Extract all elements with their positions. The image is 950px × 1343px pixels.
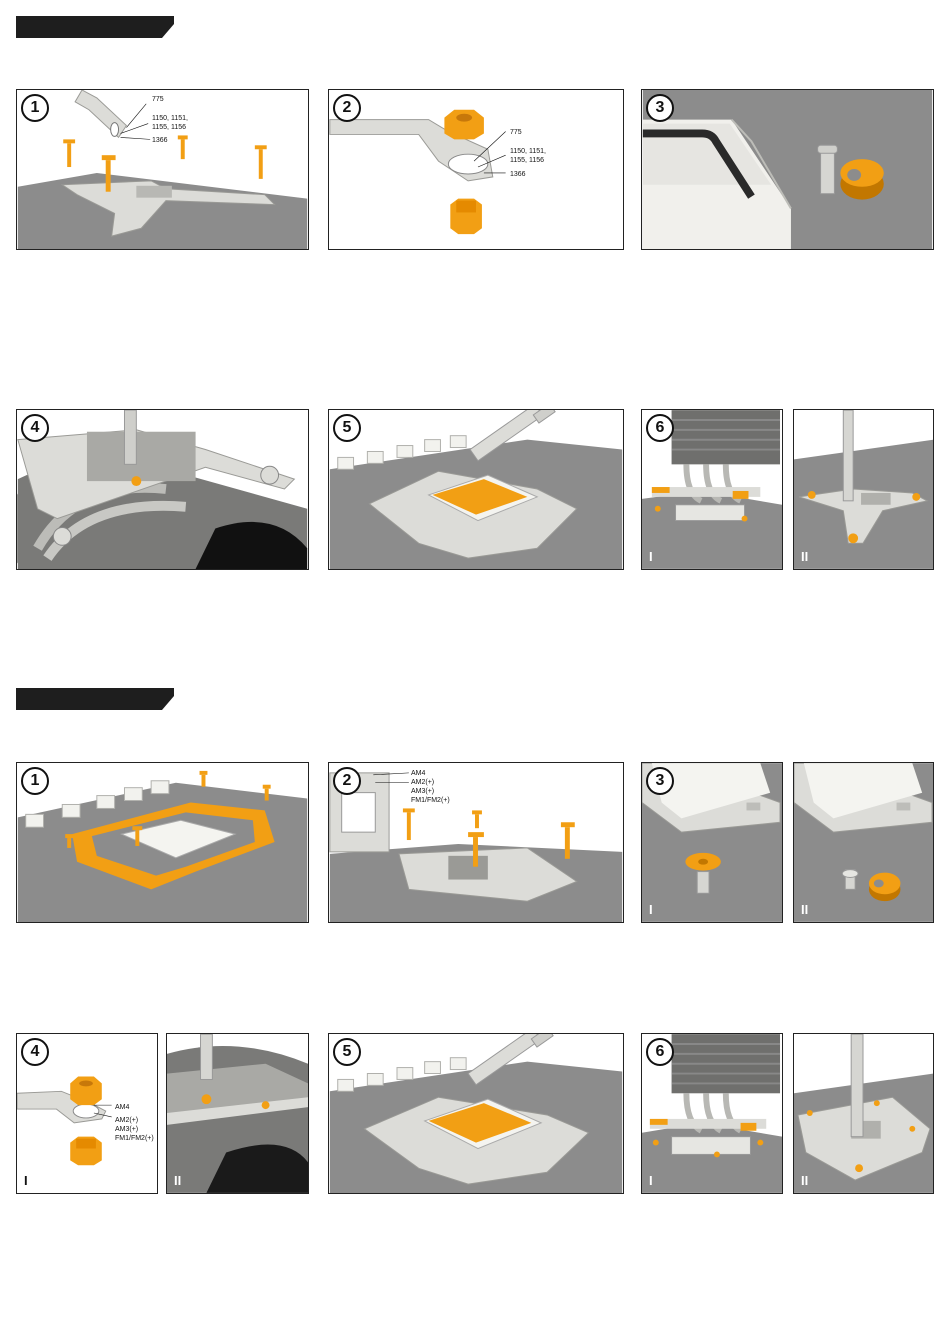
s1-step3-panel: 3 (641, 89, 934, 250)
socket-label-1150: 1150, 1151, (510, 147, 546, 156)
step-number: 3 (646, 94, 674, 122)
section-header-tab-amd (16, 688, 174, 710)
socket-label-fm1-fm2: FM1/FM2(+) (411, 796, 450, 805)
s2-step6-illustration-ii (794, 1034, 933, 1193)
step-number: 1 (21, 767, 49, 795)
socket-label-am2: AM2(+) (411, 778, 434, 787)
socket-label-1366: 1366 (152, 136, 168, 145)
s2-step3-illustration-ii (794, 763, 933, 922)
socket-label-1155: 1155, 1156 (510, 156, 544, 165)
s1-step6-panel-ii: II (793, 409, 934, 570)
s1-step6-illustration-ii (794, 410, 933, 569)
s2-step1-illustration (17, 763, 308, 922)
s2-step5-illustration (329, 1034, 623, 1193)
step-number: 4 (21, 1038, 49, 1066)
socket-label-am4: AM4 (411, 769, 425, 778)
sub-step-label: I (24, 1174, 28, 1188)
s2-step4-panel-i: 4 AM4 AM2(+) AM3(+) FM1/FM2(+) I (16, 1033, 158, 1194)
s2-step4-panel-ii: II (166, 1033, 309, 1194)
sub-step-label: II (174, 1174, 181, 1188)
step-number: 3 (646, 767, 674, 795)
socket-label-am2: AM2(+) (115, 1116, 138, 1125)
step-number: 4 (21, 414, 49, 442)
s2-step6-panel-ii: II (793, 1033, 934, 1194)
s1-step4-panel: 4 (16, 409, 309, 570)
socket-label-am3: AM3(+) (115, 1125, 138, 1134)
s2-step1-panel: 1 (16, 762, 309, 923)
socket-label-1155: 1155, 1156 (152, 123, 186, 132)
step-number: 5 (333, 414, 361, 442)
sub-step-label: I (649, 550, 653, 564)
socket-label-775: 775 (510, 128, 522, 137)
s2-step6-panel-i: 6 I (641, 1033, 783, 1194)
step-number: 2 (333, 767, 361, 795)
step-number: 6 (646, 414, 674, 442)
s2-step2-illustration (329, 763, 623, 922)
s2-step3-panel-ii: II (793, 762, 934, 923)
s2-step3-panel-i: 3 I (641, 762, 783, 923)
step-number: 6 (646, 1038, 674, 1066)
socket-label-am3: AM3(+) (411, 787, 434, 796)
s1-step1-panel: 1 775 1150, 1151, 1155, 1156 1366 (16, 89, 309, 250)
sub-step-label: II (801, 903, 808, 917)
s1-step2-panel: 2 775 1150, 1151, 1155, 1156 1366 (328, 89, 624, 250)
step-number: 5 (333, 1038, 361, 1066)
socket-label-1150: 1150, 1151, (152, 114, 188, 123)
socket-label-fm1-fm2: FM1/FM2(+) (115, 1134, 154, 1143)
sub-step-label: II (801, 1174, 808, 1188)
step-number: 2 (333, 94, 361, 122)
s1-step5-illustration (329, 410, 623, 569)
s2-step2-panel: 2 AM4 AM2(+) AM3(+) FM1/FM2(+) (328, 762, 624, 923)
s1-step4-illustration (17, 410, 308, 569)
s1-step2-illustration (329, 90, 623, 249)
section-header-tab-intel (16, 16, 174, 38)
sub-step-label: II (801, 550, 808, 564)
s2-step5-panel: 5 (328, 1033, 624, 1194)
socket-label-775: 775 (152, 95, 164, 104)
s1-step6-panel-i: 6 I (641, 409, 783, 570)
s1-step3-illustration (642, 90, 933, 249)
socket-label-1366: 1366 (510, 170, 526, 179)
s1-step5-panel: 5 (328, 409, 624, 570)
s2-step4-illustration-ii (167, 1034, 308, 1193)
socket-label-am4: AM4 (115, 1103, 129, 1112)
sub-step-label: I (649, 1174, 653, 1188)
sub-step-label: I (649, 903, 653, 917)
step-number: 1 (21, 94, 49, 122)
